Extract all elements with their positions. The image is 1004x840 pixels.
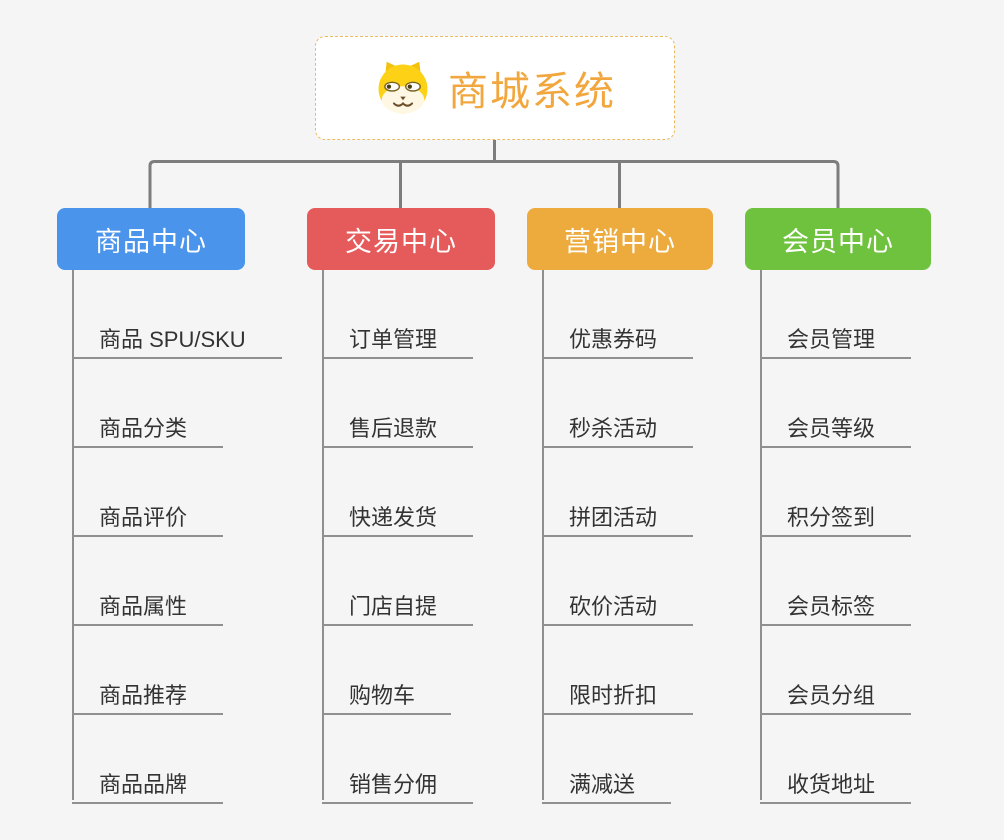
branch-node-1[interactable]: 商品中心 [57, 208, 245, 270]
leaf-node[interactable]: 会员管理 [760, 270, 912, 359]
leaf-node[interactable]: 积分签到 [760, 448, 912, 537]
leaf-node[interactable]: 商品品牌 [72, 715, 224, 804]
branch-children-column: 商品 SPU/SKU 商品分类商品评价商品属性商品推荐商品品牌 [72, 270, 282, 804]
leaf-node-label: 会员等级 [787, 416, 876, 441]
leaf-node-label: 优惠券码 [569, 327, 658, 352]
leaf-node[interactable]: 优惠券码 [542, 270, 694, 359]
leaf-node[interactable]: 满减送 [542, 715, 672, 804]
root-node-title: 商城系统 [448, 70, 616, 114]
leaf-node-label: 购物车 [349, 683, 416, 708]
branch-node-label: 商品中心 [95, 226, 207, 257]
leaf-node-label: 快递发货 [349, 505, 438, 530]
branch-node-label: 营销中心 [564, 226, 676, 257]
leaf-node-label: 商品属性 [99, 594, 188, 619]
leaf-node-label: 会员管理 [787, 327, 876, 352]
leaf-node-label: 满减送 [569, 772, 636, 797]
leaf-node-label: 售后退款 [349, 416, 438, 441]
root-node-mall-system[interactable]: 商城系统 [315, 36, 675, 140]
leaf-node[interactable]: 商品属性 [72, 537, 224, 626]
leaf-node-label: 砍价活动 [569, 594, 658, 619]
leaf-node-label: 商品 SPU/SKU [99, 327, 246, 352]
leaf-node[interactable]: 售后退款 [322, 359, 474, 448]
leaf-node-label: 限时折扣 [569, 683, 658, 708]
leaf-node[interactable]: 快递发货 [322, 448, 474, 537]
leaf-node[interactable]: 拼团活动 [542, 448, 694, 537]
leaf-node[interactable]: 商品分类 [72, 359, 224, 448]
leaf-node-label: 商品品牌 [99, 772, 188, 797]
branch-node-label: 交易中心 [345, 226, 457, 257]
leaf-node-label: 积分签到 [787, 505, 876, 530]
branch-node-label: 会员中心 [782, 226, 894, 257]
leaf-node-label: 收货地址 [787, 772, 876, 797]
doge-icon [378, 61, 428, 114]
leaf-node[interactable]: 收货地址 [760, 715, 912, 804]
leaf-node[interactable]: 会员等级 [760, 359, 912, 448]
leaf-node-label: 门店自提 [349, 594, 438, 619]
leaf-node[interactable]: 商品推荐 [72, 626, 224, 715]
leaf-node-label: 订单管理 [349, 327, 438, 352]
leaf-node-label: 秒杀活动 [569, 416, 658, 441]
leaf-node-label: 销售分佣 [349, 772, 438, 797]
leaf-node[interactable]: 会员标签 [760, 537, 912, 626]
leaf-node[interactable]: 会员分组 [760, 626, 912, 715]
leaf-node-label: 会员标签 [787, 594, 876, 619]
branch-node-3[interactable]: 营销中心 [527, 208, 713, 270]
branch-node-4[interactable]: 会员中心 [745, 208, 931, 270]
branch-node-2[interactable]: 交易中心 [307, 208, 495, 270]
leaf-node-label: 会员分组 [787, 683, 876, 708]
leaf-node[interactable]: 购物车 [322, 626, 452, 715]
leaf-node[interactable]: 销售分佣 [322, 715, 474, 804]
leaf-node-label: 商品分类 [99, 416, 188, 441]
leaf-node[interactable]: 秒杀活动 [542, 359, 694, 448]
leaf-node[interactable]: 商品 SPU/SKU [72, 270, 282, 359]
branch-children-column: 优惠券码秒杀活动拼团活动砍价活动限时折扣满减送 [542, 270, 694, 804]
leaf-node-label: 商品推荐 [99, 683, 188, 708]
branch-children-column: 会员管理会员等级积分签到会员标签会员分组收货地址 [760, 270, 912, 804]
branch-children-column: 订单管理售后退款快递发货门店自提购物车销售分佣 [322, 270, 474, 804]
leaf-node[interactable]: 订单管理 [322, 270, 474, 359]
leaf-node-label: 商品评价 [99, 505, 188, 530]
leaf-node[interactable]: 商品评价 [72, 448, 224, 537]
leaf-node-label: 拼团活动 [569, 505, 658, 530]
leaf-node[interactable]: 限时折扣 [542, 626, 694, 715]
leaf-node[interactable]: 砍价活动 [542, 537, 694, 626]
leaf-node[interactable]: 门店自提 [322, 537, 474, 626]
